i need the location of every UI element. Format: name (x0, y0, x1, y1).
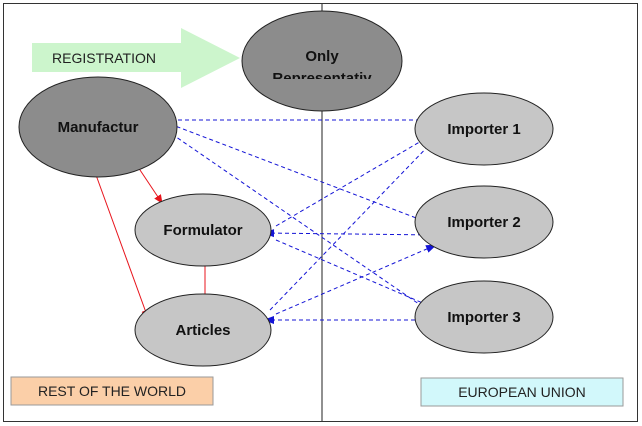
connector-manufacturer-importer2 (169, 123, 433, 225)
manufacturer-label: Manufactur (58, 119, 139, 136)
connector-formulator-importer3 (275, 239, 433, 308)
connector-formulator-importer1 (275, 132, 436, 227)
importer1-label: Importer 1 (447, 121, 520, 138)
connector-manufacturer-importer3 (165, 129, 433, 314)
european-union-label: EUROPEAN UNION (458, 384, 586, 400)
registration-arrow (32, 28, 240, 88)
only-representative-label-line1: Only (305, 48, 339, 65)
only-representative-label-line2: Representativ (272, 70, 372, 87)
importer2-node (414, 185, 554, 259)
european-union-box (420, 377, 624, 407)
registration-label: REGISTRATION (52, 50, 156, 66)
importer1-node (414, 92, 554, 166)
articles-node (134, 293, 272, 367)
diagram-frame (3, 3, 638, 422)
manufacturer-node (18, 76, 178, 178)
only-representative-node (241, 10, 403, 112)
rest-of-world-box (10, 376, 214, 406)
arrow-manufacturer-to-formulator (135, 163, 163, 204)
import-connectors (163, 116, 437, 324)
importer3-node (414, 280, 554, 354)
importer3-label: Importer 3 (447, 309, 520, 326)
importer2-label: Importer 2 (447, 214, 520, 231)
connector-formulator-importer2 (263, 229, 437, 239)
rest-of-world-label: REST OF THE WORLD (38, 383, 186, 399)
formulator-node (134, 193, 272, 267)
connector-articles-importer1 (269, 137, 437, 311)
arrow-manufacturer-to-articles (91, 163, 150, 319)
articles-label: Articles (175, 322, 230, 339)
formulator-label: Formulator (163, 222, 242, 239)
connector-articles-importer2 (275, 244, 437, 315)
